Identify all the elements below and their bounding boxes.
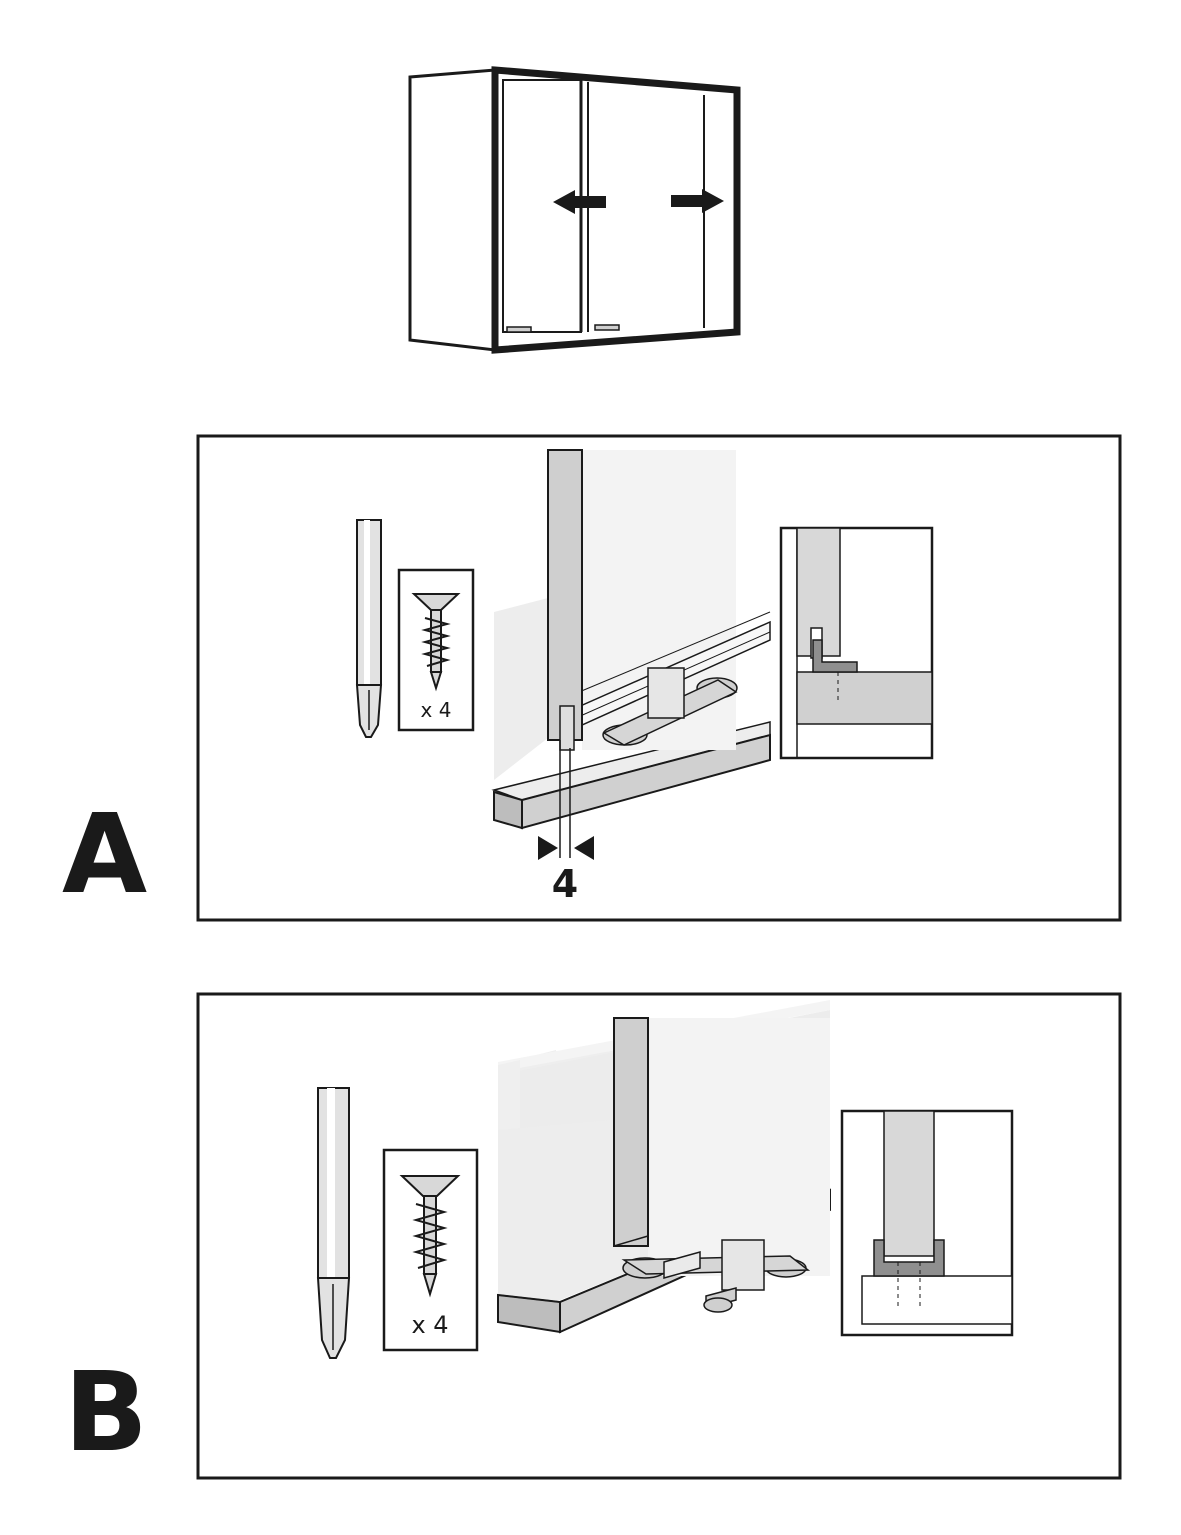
panel-a: x 4 4 — [62, 434, 1122, 922]
panel-b: x 4 — [64, 992, 1122, 1480]
quantity-label: x 4 — [411, 1311, 448, 1339]
screw-icon — [399, 1175, 461, 1298]
quantity-label: x 4 — [421, 698, 452, 722]
arrow-left-icon — [553, 190, 606, 214]
screwdriver-icon — [355, 519, 383, 738]
sliding-bracket — [621, 1239, 811, 1313]
detail-inset-a — [779, 526, 934, 760]
screwdriver-icon — [316, 1087, 351, 1359]
detail-inset-b — [840, 1109, 1014, 1337]
step-letter-b: B — [64, 1348, 148, 1476]
gap-dimension: 4 — [552, 862, 578, 906]
screw-icon — [411, 593, 461, 692]
sliding-bracket — [602, 667, 738, 746]
step-letter-a: A — [62, 790, 147, 918]
arrow-right-icon — [671, 189, 724, 213]
